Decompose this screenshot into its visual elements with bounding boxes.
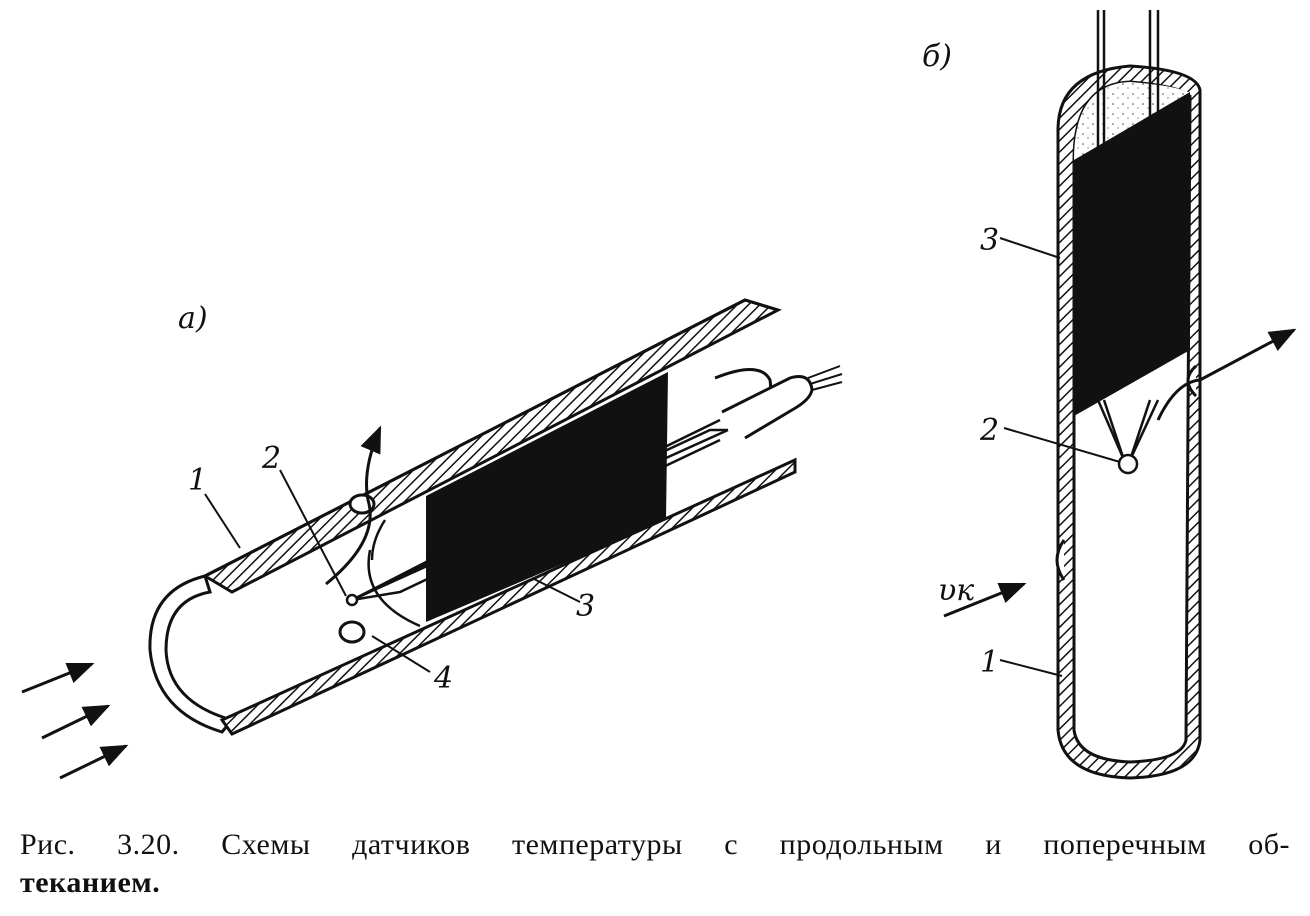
exit-flow-arrow-b xyxy=(1156,328,1297,421)
panel-b-label: б) xyxy=(922,39,952,74)
tube-body-a xyxy=(148,298,843,736)
callout-a-2: 2 xyxy=(261,441,281,476)
incoming-flow-arrow-b xyxy=(943,582,1027,618)
caption-line-2: теканием. xyxy=(20,866,161,899)
callout-b-3: 3 xyxy=(980,223,999,258)
panel-a: а) xyxy=(21,298,843,780)
callout-b-1: 1 xyxy=(980,645,999,680)
callout-a-3: 3 xyxy=(576,589,595,624)
callout-a-4: 4 xyxy=(433,661,453,696)
callout-a-1: 1 xyxy=(188,463,207,498)
junction-point-a xyxy=(345,593,359,607)
lead-wires-b xyxy=(1096,10,1160,461)
panel-a-label: а) xyxy=(178,301,208,336)
filler-section-a xyxy=(426,372,668,622)
caption-line-1: Рис. 3.20. Схемы датчиков температуры с … xyxy=(20,828,1290,861)
callout-b-2: 2 xyxy=(979,413,999,448)
exit-flow-arrow xyxy=(325,425,382,586)
callout-leaders-b xyxy=(999,237,1121,677)
flow-label-b: υк xyxy=(938,573,974,608)
panel-b: б) υк xyxy=(922,10,1297,780)
cable-wires-a xyxy=(807,365,843,391)
side-notch-left xyxy=(1055,539,1066,581)
filler-section-b xyxy=(1074,92,1190,416)
callout-leaders-a xyxy=(204,469,581,673)
thermocouple-legs-a xyxy=(351,418,729,602)
junction-point-b xyxy=(1117,453,1139,475)
vent-hole-lower xyxy=(338,620,366,644)
figure-caption: Рис. 3.20. Схемы датчиков температуры с … xyxy=(20,826,1290,902)
